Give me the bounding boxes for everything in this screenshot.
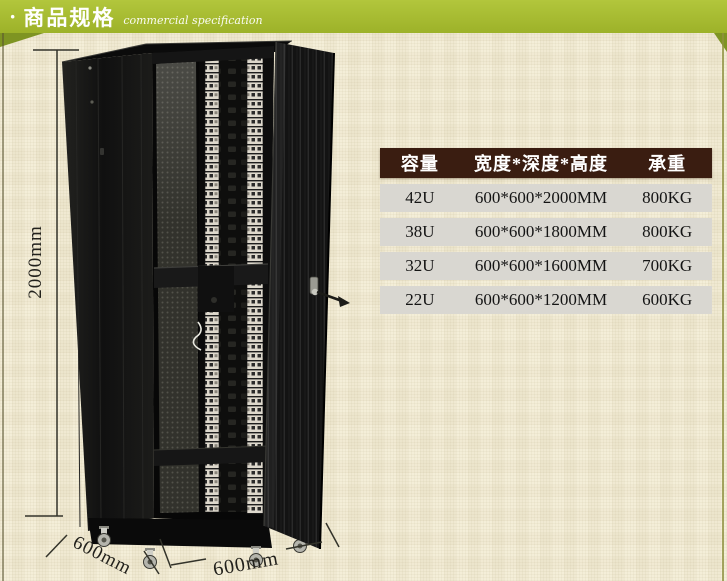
cell-capacity: 32U	[405, 256, 435, 275]
cell-dimensions: 600*600*1800MM	[474, 222, 608, 241]
left-border-line	[2, 33, 4, 581]
cell-load: 800KG	[642, 188, 693, 207]
shelf-lower	[154, 446, 268, 466]
banner-bullet: ·	[9, 3, 17, 29]
key-lanyard	[316, 290, 343, 303]
cell-dimensions: 600*600*1200MM	[474, 290, 608, 309]
header-load: 承重	[648, 154, 687, 174]
banner-fold-left	[0, 33, 44, 47]
header-dimensions: 宽度*深度*高度	[474, 154, 608, 174]
dimension-lines	[25, 49, 340, 575]
spec-table-header: 容量 宽度*深度*高度 承重	[380, 148, 712, 178]
header-capacity: 容量	[400, 154, 439, 174]
cabinet-base	[88, 518, 272, 548]
cell-load: 600KG	[642, 290, 693, 309]
height-dimension-label: 2000mm	[25, 225, 46, 299]
section-title: 商品规格	[23, 5, 116, 30]
section-banner: · 商品规格 commercial specification	[0, 0, 727, 33]
cable	[192, 321, 202, 351]
cell-capacity: 22U	[405, 290, 435, 309]
cabinet-top	[62, 41, 292, 62]
cabinet-side-panel	[62, 53, 154, 531]
table-row: 22U 600*600*1200MM 600KG	[380, 286, 712, 314]
cell-capacity: 42U	[405, 188, 435, 207]
open-front-door	[263, 41, 350, 550]
key-icon	[311, 288, 319, 296]
cell-load: 800KG	[642, 222, 693, 241]
right-border-line	[722, 33, 724, 581]
table-row: 38U 600*600*1800MM 800KG	[380, 218, 712, 246]
spec-table: 容量 宽度*深度*高度 承重 42U 600*600*2000MM 800KG …	[380, 148, 712, 314]
cell-capacity: 38U	[405, 222, 435, 241]
table-row: 42U 600*600*2000MM 800KG	[380, 184, 712, 212]
cell-load: 700KG	[642, 256, 693, 275]
cell-dimensions: 600*600*1600MM	[474, 256, 608, 275]
table-row: 32U 600*600*1600MM 700KG	[380, 252, 712, 280]
cell-dimensions: 600*600*2000MM	[474, 188, 608, 207]
section-subtitle: commercial specification	[123, 13, 263, 27]
